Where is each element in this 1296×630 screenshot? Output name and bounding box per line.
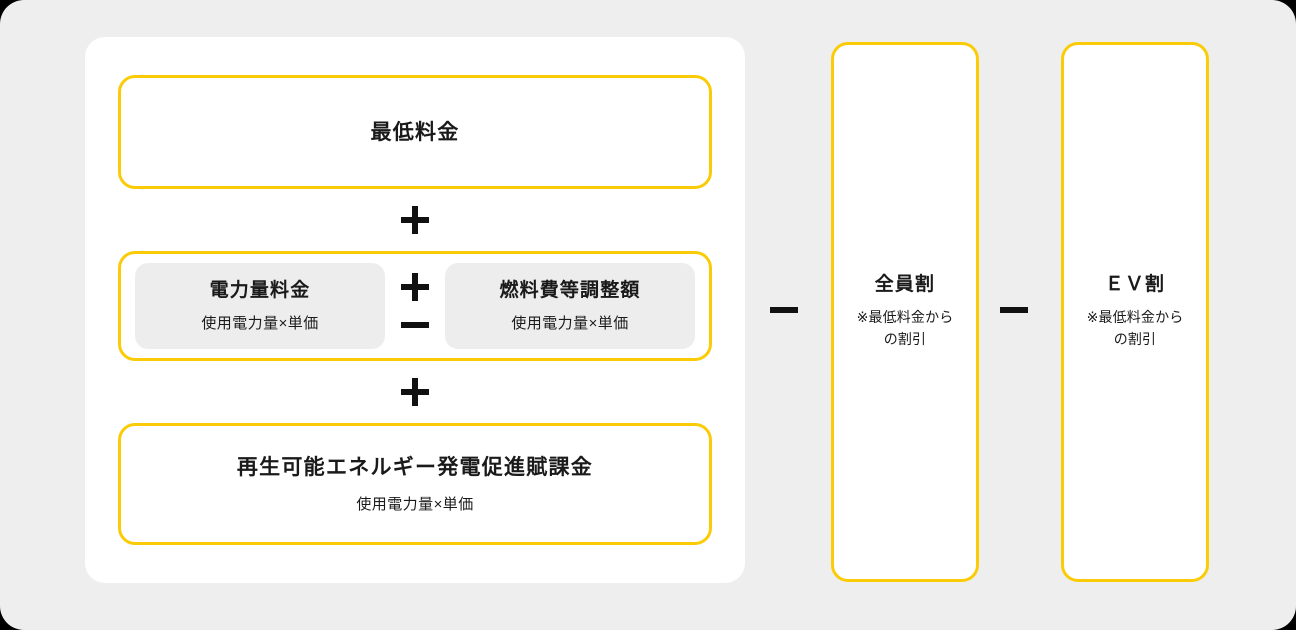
minus-icon <box>401 311 429 339</box>
plus-icon <box>401 273 429 302</box>
discount-note-line-1: ※最低料金から <box>1086 309 1184 326</box>
charge-box-formula: 使用電力量×単価 <box>356 495 474 513</box>
operator-row-plus-2 <box>118 361 712 423</box>
discount-note: ※最低料金から の割引 <box>846 307 964 350</box>
discount-note-line-1: ※最低料金から <box>856 309 954 326</box>
plus-icon <box>401 378 429 407</box>
subcharge-title: 燃料費等調整額 <box>499 279 641 301</box>
minus-icon-before-ev-wari <box>1000 296 1028 324</box>
discount-note-line-2: の割引 <box>883 330 927 347</box>
discount-column-zenin-wari: 全員割 ※最低料金から の割引 <box>831 42 979 582</box>
charge-box-minimum-charge: 最低料金 <box>118 75 712 190</box>
subcharge-box-energy-charge: 電力量料金 使用電力量×単価 <box>135 263 385 350</box>
charge-box-title: 再生可能エネルギー発電促進賦課金 <box>236 455 594 479</box>
operator-row-plus-1 <box>118 189 712 251</box>
charge-components-card: 最低料金 電力量料金 使用電力量×単価 燃料費等調整額 使用電力量×単価 <box>85 37 745 583</box>
discount-note-line-2: の割引 <box>1113 330 1157 347</box>
charge-box-renewable-energy-levy: 再生可能エネルギー発電促進賦課金 使用電力量×単価 <box>118 422 712 545</box>
subcharge-formula: 使用電力量×単価 <box>201 314 319 332</box>
discount-title: ＥＶ割 <box>1104 274 1166 296</box>
charge-box-energy-and-fuel-adjustment: 電力量料金 使用電力量×単価 燃料費等調整額 使用電力量×単価 <box>118 250 712 362</box>
subcharge-box-fuel-cost-adjustment: 燃料費等調整額 使用電力量×単価 <box>445 263 695 350</box>
operator-plus-minus <box>385 273 445 339</box>
subcharge-formula: 使用電力量×単価 <box>511 314 629 332</box>
discount-title: 全員割 <box>874 274 936 296</box>
discount-column-ev-wari: ＥＶ割 ※最低料金から の割引 <box>1061 42 1209 582</box>
minus-icon-before-zenin-wari <box>770 296 798 324</box>
discount-note: ※最低料金から の割引 <box>1076 307 1194 350</box>
charge-box-title: 最低料金 <box>370 120 460 144</box>
subcharge-title: 電力量料金 <box>209 279 311 301</box>
plus-icon <box>401 206 429 235</box>
